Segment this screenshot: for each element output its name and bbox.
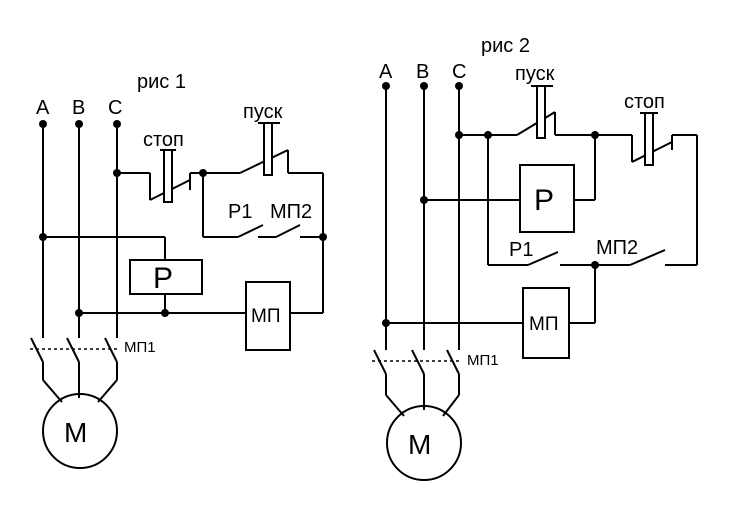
phase-b-label-2: B bbox=[416, 61, 429, 83]
control-wiring-2: пуск стоп Р1 М bbox=[382, 63, 698, 327]
starter-mp-label: МП bbox=[251, 306, 280, 327]
starter-mp-label-2: МП bbox=[529, 314, 558, 335]
figure-2-caption: рис 2 bbox=[481, 35, 530, 57]
contact-p1-label: Р1 bbox=[228, 201, 252, 223]
relay-p-box-2: Р bbox=[519, 164, 575, 233]
phase-c-label: C bbox=[108, 97, 122, 119]
figure-1: рис 1 A B C стоп bbox=[30, 71, 327, 469]
motor-1: М bbox=[42, 379, 118, 469]
main-contact-label: МП1 bbox=[124, 339, 156, 356]
main-contacts-mp1-2: МП1 bbox=[372, 349, 499, 410]
stop-label-2: стоп bbox=[624, 91, 665, 113]
contact-mp2-label: МП2 bbox=[270, 201, 312, 223]
stop-label: стоп bbox=[143, 129, 184, 151]
phase-c-label-2: C bbox=[452, 61, 466, 83]
contact-p1-label-2: Р1 bbox=[509, 239, 533, 261]
main-contact-label-2: МП1 bbox=[467, 352, 499, 369]
motor-2-label: М bbox=[408, 429, 431, 460]
phase-lines bbox=[39, 120, 121, 338]
relay-p-label: Р bbox=[153, 262, 173, 295]
relay-p-box: Р bbox=[129, 259, 203, 295]
control-wiring: стоп пуск Р1 МП2 bbox=[39, 101, 327, 317]
starter-mp-box: МП bbox=[245, 281, 291, 351]
start-label-2: пуск bbox=[515, 63, 555, 85]
starter-mp-box-2: МП bbox=[522, 287, 570, 359]
motor-1-label: М bbox=[64, 417, 87, 448]
phase-b-label: B bbox=[72, 97, 85, 119]
main-contacts-mp1: МП1 bbox=[30, 337, 156, 398]
relay-p-label-2: Р bbox=[534, 184, 554, 217]
start-label: пуск bbox=[243, 101, 283, 123]
phase-a-label: A bbox=[36, 97, 50, 119]
figure-2: рис 2 A B C пуск bbox=[372, 35, 698, 481]
phase-a-label-2: A bbox=[379, 61, 393, 83]
phase-lines-2 bbox=[382, 82, 463, 350]
figure-1-caption: рис 1 bbox=[137, 71, 186, 93]
motor-2: М bbox=[385, 394, 462, 481]
contact-mp2-label-2: МП2 bbox=[596, 237, 638, 259]
